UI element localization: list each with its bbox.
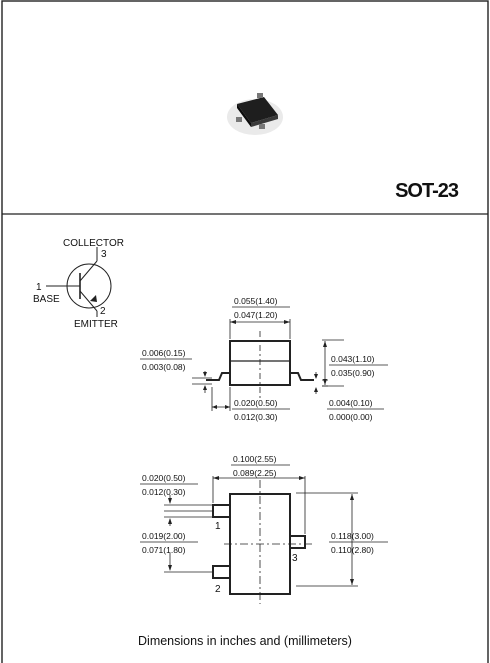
base-label: BASE <box>33 294 60 305</box>
side-overall-width-max: 0.055(1.40) <box>234 296 278 306</box>
package-name: SOT-23 <box>395 180 459 202</box>
top-view-outline <box>212 480 314 604</box>
pin2-label: 2 <box>215 584 221 595</box>
lead-thickness-min: 0.003(0.08) <box>142 362 186 372</box>
standoff-min: 0.000(0.00) <box>329 412 373 422</box>
top-view-dimension-lines <box>164 476 358 587</box>
pitch-max: 0.019(2.00) <box>142 531 186 541</box>
top-overall-width-min: 0.089(2.25) <box>233 468 277 478</box>
body-height-min: 0.035(0.90) <box>331 368 375 378</box>
package-photo <box>227 93 283 135</box>
transistor-symbol <box>46 247 112 317</box>
emitter-pin: 2 <box>100 306 106 317</box>
footer-note: Dimensions in inches and (millimeters) <box>138 634 352 648</box>
side-view-outline <box>206 331 314 400</box>
pin3-label: 3 <box>292 553 298 564</box>
collector-pin: 3 <box>101 249 107 260</box>
lead-length-max: 0.020(0.50) <box>234 398 278 408</box>
lead-thickness-max: 0.006(0.15) <box>142 348 186 358</box>
lead-width-min: 0.012(0.30) <box>142 487 186 497</box>
top-view-arrows <box>168 476 354 585</box>
side-view-arrows <box>203 320 327 409</box>
pitch-min: 0.071(1.80) <box>142 545 186 555</box>
base-pin: 1 <box>36 282 42 293</box>
body-length-max: 0.118(3.00) <box>331 531 374 541</box>
emitter-arrow-icon <box>90 295 97 302</box>
side-overall-width-min: 0.047(1.20) <box>234 310 278 320</box>
top-overall-width-max: 0.100(2.55) <box>233 454 277 464</box>
collector-label: COLLECTOR <box>63 238 124 249</box>
body-length-min: 0.110(2.80) <box>331 545 374 555</box>
emitter-label: EMITTER <box>74 319 118 330</box>
body-height-max: 0.043(1.10) <box>331 354 375 364</box>
lead-width-max: 0.020(0.50) <box>142 473 186 483</box>
lead-length-min: 0.012(0.30) <box>234 412 278 422</box>
pin1-label: 1 <box>215 521 221 532</box>
standoff-max: 0.004(0.10) <box>329 398 373 408</box>
